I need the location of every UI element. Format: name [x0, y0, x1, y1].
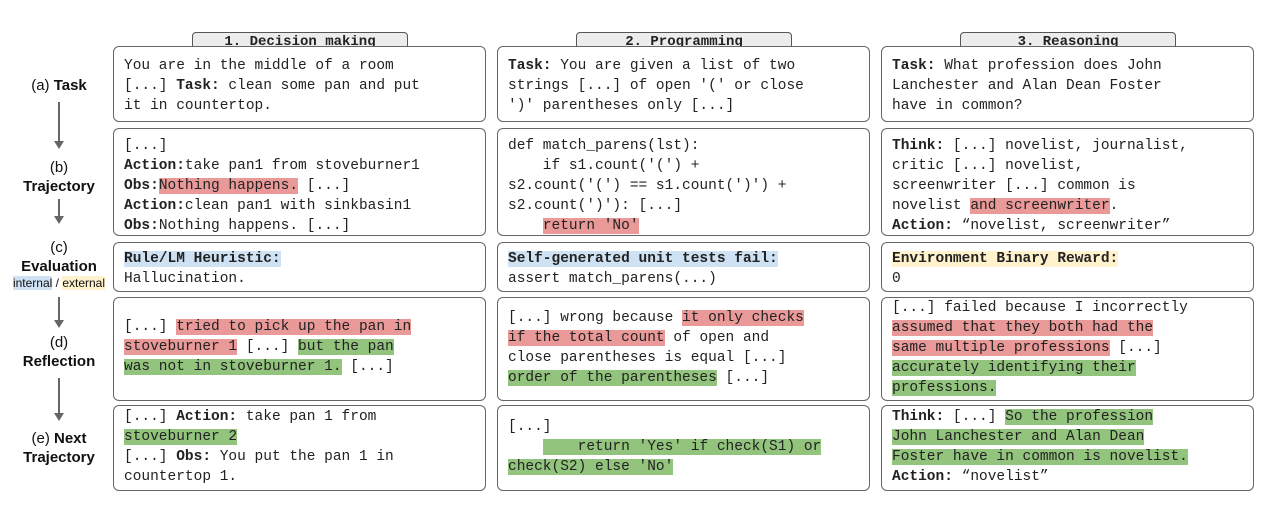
col3-trajectory-box: Think: [...] novelist, journalist, criti… — [881, 128, 1254, 236]
col1-task-box: You are in the middle of a room [...] Ta… — [113, 46, 486, 122]
col3-evaluation-box: Environment Binary Reward: 0 — [881, 242, 1254, 292]
col1-evaluation-box: Rule/LM Heuristic: Hallucination. — [113, 242, 486, 292]
col2-reflection-box: [...] wrong because it only checks if th… — [497, 297, 870, 401]
col2-evaluation-box: Self-generated unit tests fail: assert m… — [497, 242, 870, 292]
label-trajectory: (b)Trajectory — [23, 159, 95, 195]
col2-next-trajectory-box: [...] return 'Yes' if check(S1) or check… — [497, 405, 870, 491]
label-reflection: (d)Reflection — [22, 334, 96, 370]
col3-reflection-box: [...] failed because I incorrectly assum… — [881, 297, 1254, 401]
col3-task-box: Task: What profession does John Lanchest… — [881, 46, 1254, 122]
col1-trajectory-box: [...] Action:take pan1 from stoveburner1… — [113, 128, 486, 236]
arrow-4 — [54, 378, 64, 421]
col2-trajectory-box: def match_parens(lst): if s1.count('(') … — [497, 128, 870, 236]
col2-task-box: Task: You are given a list of two string… — [497, 46, 870, 122]
arrow-1 — [54, 102, 64, 149]
label-next-trajectory: (e) Next Trajectory — [23, 430, 95, 466]
label-task: (a) Task — [31, 77, 87, 94]
col1-reflection-box: [...] tried to pick up the pan in stoveb… — [113, 297, 486, 401]
arrow-3 — [54, 297, 64, 328]
arrow-2 — [54, 199, 64, 224]
label-evaluation: (c) Evaluation internal / external — [12, 239, 106, 290]
col3-next-trajectory-box: Think: [...] So the profession John Lanc… — [881, 405, 1254, 491]
col1-next-trajectory-box: [...] Action: take pan 1 from stoveburne… — [113, 405, 486, 491]
